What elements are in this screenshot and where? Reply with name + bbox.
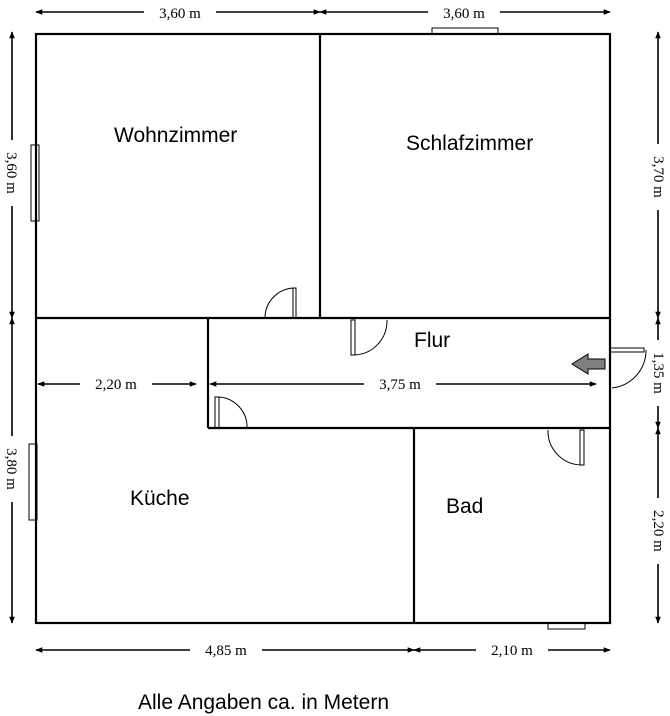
dimension-lines — [9, 9, 661, 653]
room-label-kueche: Küche — [130, 487, 190, 510]
dimension-labels: 3,60 m 3,60 m 3,60 m 3,80 m 3,70 m 1,35 … — [3, 4, 667, 659]
room-labels: Wohnzimmer Schlafzimmer Flur Küche Bad — [114, 124, 533, 518]
door-schlafzimmer-flur — [350, 319, 388, 356]
room-label-wohnzimmer: Wohnzimmer — [114, 124, 237, 147]
entrance-door — [609, 347, 647, 389]
door-wohnzimmer — [264, 287, 297, 319]
dim-kitchen-inner: 2,20 m — [95, 377, 137, 393]
entrance-arrow-icon — [571, 353, 606, 375]
outer-wall — [34, 32, 612, 625]
room-label-bad: Bad — [446, 495, 483, 518]
dim-right-lower: 2,20 m — [650, 510, 666, 552]
doors — [214, 287, 647, 466]
dim-left-lower: 3,80 m — [3, 448, 19, 490]
dim-right-upper: 3,70 m — [650, 156, 666, 198]
dim-top-right: 3,60 m — [443, 6, 485, 22]
dim-hall-inner: 3,75 m — [379, 377, 421, 393]
interior-walls — [36, 34, 610, 623]
door-bad — [547, 429, 585, 466]
door-kueche — [214, 396, 248, 429]
dim-left-upper: 3,60 m — [3, 152, 19, 194]
dim-right-middle: 1,35 m — [650, 352, 666, 394]
dim-bottom-left: 4,85 m — [205, 643, 247, 659]
windows — [28, 27, 586, 630]
room-label-schlafzimmer: Schlafzimmer — [406, 132, 533, 155]
dim-bottom-right: 2,10 m — [491, 643, 533, 659]
caption: Alle Angaben ca. in Metern — [138, 691, 389, 714]
dim-top-left: 3,60 m — [159, 6, 201, 22]
room-label-flur: Flur — [414, 329, 450, 352]
